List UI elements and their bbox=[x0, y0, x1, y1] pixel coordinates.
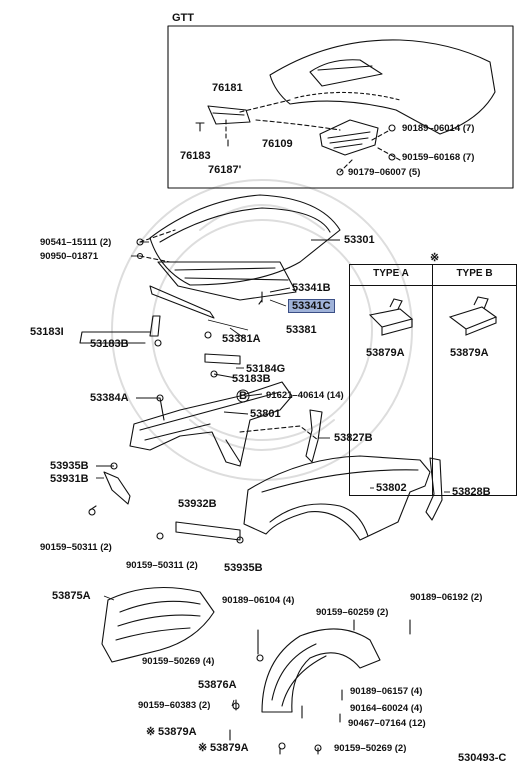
callout-53932b[interactable]: 53932B bbox=[178, 498, 217, 510]
gtt-inset-box bbox=[167, 25, 514, 189]
callout-90159-60168[interactable]: 90159–60168 (7) bbox=[402, 152, 475, 163]
gtt-hood-drawing bbox=[269, 39, 496, 135]
callout-90541-15111[interactable]: 90541–15111 (2) bbox=[40, 237, 112, 248]
callout-76109[interactable]: 76109 bbox=[262, 138, 293, 150]
watermark-emblem bbox=[111, 179, 413, 481]
callout-53802[interactable]: 53802 bbox=[376, 482, 407, 494]
side-seal-drawing bbox=[79, 315, 241, 365]
fender-brace-drawing bbox=[305, 409, 323, 463]
gtt-duct-drawing bbox=[319, 119, 379, 156]
callout-90189-06014[interactable]: 90189–06014 (7) bbox=[402, 123, 475, 134]
callout-90189-06104[interactable]: 90189–06104 (4) bbox=[222, 595, 295, 606]
circle-b-marker bbox=[236, 389, 250, 403]
bracket-53931b-drawing bbox=[103, 462, 131, 505]
callout-53801[interactable]: 53801 bbox=[250, 408, 281, 420]
clip-type-a-drawing bbox=[368, 298, 414, 336]
callout-90179-06007[interactable]: 90179–06007 (5) bbox=[348, 167, 421, 178]
callout-90159-50311-bottom[interactable]: 90159–50311 (2) bbox=[126, 560, 198, 571]
callout-90189-06192[interactable]: 90189–06192 (2) bbox=[410, 592, 483, 603]
callout-53875a[interactable]: 53875A bbox=[52, 590, 91, 602]
callout-53931b[interactable]: 53931B bbox=[50, 473, 89, 485]
type-b-header: TYPE B bbox=[456, 268, 493, 279]
callout-53879a-lower[interactable]: 53879A bbox=[210, 742, 249, 754]
callout-90467-07164[interactable]: 90467–07164 (12) bbox=[348, 718, 426, 729]
callout-76181[interactable]: 76181 bbox=[212, 82, 243, 94]
callout-53827b[interactable]: 53827B bbox=[334, 432, 373, 444]
fender-trim-drawing bbox=[425, 457, 443, 521]
clip-type-table: TYPE A TYPE B 53879A 53879A bbox=[349, 264, 517, 496]
callout-53183b-upper[interactable]: 53183B bbox=[90, 338, 129, 350]
callout-53183b-lower[interactable]: 53183B bbox=[232, 373, 271, 385]
type-b-part: 53879A bbox=[450, 347, 489, 359]
callout-90159-50269-lower[interactable]: 90159–50269 (2) bbox=[334, 743, 407, 754]
callout-asterisk-upper: ※ bbox=[146, 726, 156, 738]
callout-53381[interactable]: 53381 bbox=[286, 324, 317, 336]
callout-53184g[interactable]: 53184G bbox=[246, 363, 286, 375]
callout-90164-60024[interactable]: 90164–60024 (4) bbox=[350, 703, 423, 714]
callout-76183[interactable]: 76183 bbox=[180, 150, 211, 162]
callout-90159-60383[interactable]: 90159–60383 (2) bbox=[138, 700, 211, 711]
callout-53301[interactable]: 53301 bbox=[344, 234, 375, 246]
callout-53381a[interactable]: 53381A bbox=[222, 333, 261, 345]
callout-53341c-highlighted[interactable]: 53341C bbox=[288, 299, 335, 313]
clip-type-b-drawing bbox=[448, 296, 498, 336]
splash-shield-53875a-drawing bbox=[101, 586, 215, 663]
callout-asterisk-lower: ※ bbox=[198, 742, 208, 754]
hood-seal-drawing bbox=[149, 285, 215, 319]
gtt-label: GTT bbox=[172, 12, 194, 24]
callout-76187[interactable]: 76187' bbox=[208, 164, 242, 176]
asterisk-note: ※ bbox=[430, 252, 440, 264]
front-fender-drawing bbox=[243, 455, 431, 541]
shield-53932b-drawing bbox=[175, 521, 241, 541]
callout-53828b[interactable]: 53828B bbox=[452, 486, 491, 498]
fender-apron-drawing bbox=[129, 381, 293, 467]
type-a-part: 53879A bbox=[366, 347, 405, 359]
callout-90159-50311-left[interactable]: 90159–50311 (2) bbox=[40, 542, 112, 553]
gtt-intake-drawing bbox=[207, 105, 251, 125]
callout-90189-06157[interactable]: 90189–06157 (4) bbox=[350, 686, 423, 697]
callout-53876a[interactable]: 53876A bbox=[198, 679, 237, 691]
hood-drawing bbox=[149, 194, 341, 301]
callout-53384a[interactable]: 53384A bbox=[90, 392, 129, 404]
callout-91621-40614[interactable]: 91621–40614 (14) bbox=[266, 390, 344, 401]
callout-53935b-lower[interactable]: 53935B bbox=[224, 562, 263, 574]
callout-53935b-upper[interactable]: 53935B bbox=[50, 460, 89, 472]
type-a-header: TYPE A bbox=[373, 268, 409, 279]
circle-b-label: B bbox=[239, 390, 247, 402]
callout-90159-50269-upper[interactable]: 90159–50269 (4) bbox=[142, 656, 215, 667]
fender-liner-53876a-drawing bbox=[261, 628, 381, 713]
callout-53879a-upper[interactable]: 53879A bbox=[158, 726, 197, 738]
callout-53341b[interactable]: 53341B bbox=[292, 282, 331, 294]
callout-90159-60259[interactable]: 90159–60259 (2) bbox=[316, 607, 389, 618]
callout-53183i[interactable]: 53183I bbox=[30, 326, 64, 338]
callout-90950-01871[interactable]: 90950–01871 bbox=[40, 251, 99, 262]
diagram-id: 530493-C bbox=[458, 752, 507, 764]
